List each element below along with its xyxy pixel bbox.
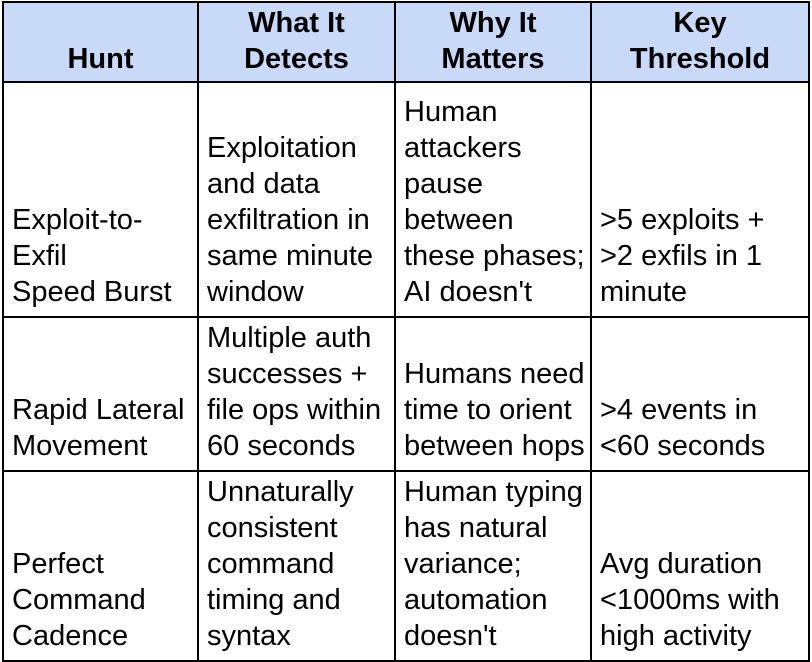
header-cell-hunt: Hunt (2, 1, 199, 83)
header-cell-key-threshold: Key Threshold (590, 1, 810, 83)
cell-what-it-detects: Multiple auth successes + file ops withi… (197, 316, 396, 472)
cell-key-threshold: >5 exploits + >2 exfils in 1 minute (590, 81, 810, 318)
table-row: Exploit-to-Exfil Speed Burst Exploitatio… (2, 81, 810, 318)
header-cell-why-it-matters: Why It Matters (394, 1, 592, 83)
cell-hunt-name: Exploit-to-Exfil Speed Burst (2, 81, 199, 318)
cell-why-it-matters: Humans need time to orient between hops (394, 316, 592, 472)
table-header-row: Hunt What It Detects Why It Matters Key … (2, 1, 810, 83)
table-row: Rapid Lateral Movement Multiple auth suc… (2, 316, 810, 472)
cell-what-it-detects: Exploitation and data exfiltration in sa… (197, 81, 396, 318)
cell-hunt-name: Rapid Lateral Movement (2, 316, 199, 472)
cell-why-it-matters: Human typing has natural variance; autom… (394, 470, 592, 662)
cell-what-it-detects: Unnaturally consistent command timing an… (197, 470, 396, 662)
cell-why-it-matters: Human attackers pause between these phas… (394, 81, 592, 318)
header-cell-what-it-detects: What It Detects (197, 1, 396, 83)
cell-hunt-name: Perfect Command Cadence (2, 470, 199, 662)
table-row: Perfect Command Cadence Unnaturally cons… (2, 470, 810, 662)
cell-key-threshold: Avg duration <1000ms with high activity (590, 470, 810, 662)
cell-key-threshold: >4 events in <60 seconds (590, 316, 810, 472)
